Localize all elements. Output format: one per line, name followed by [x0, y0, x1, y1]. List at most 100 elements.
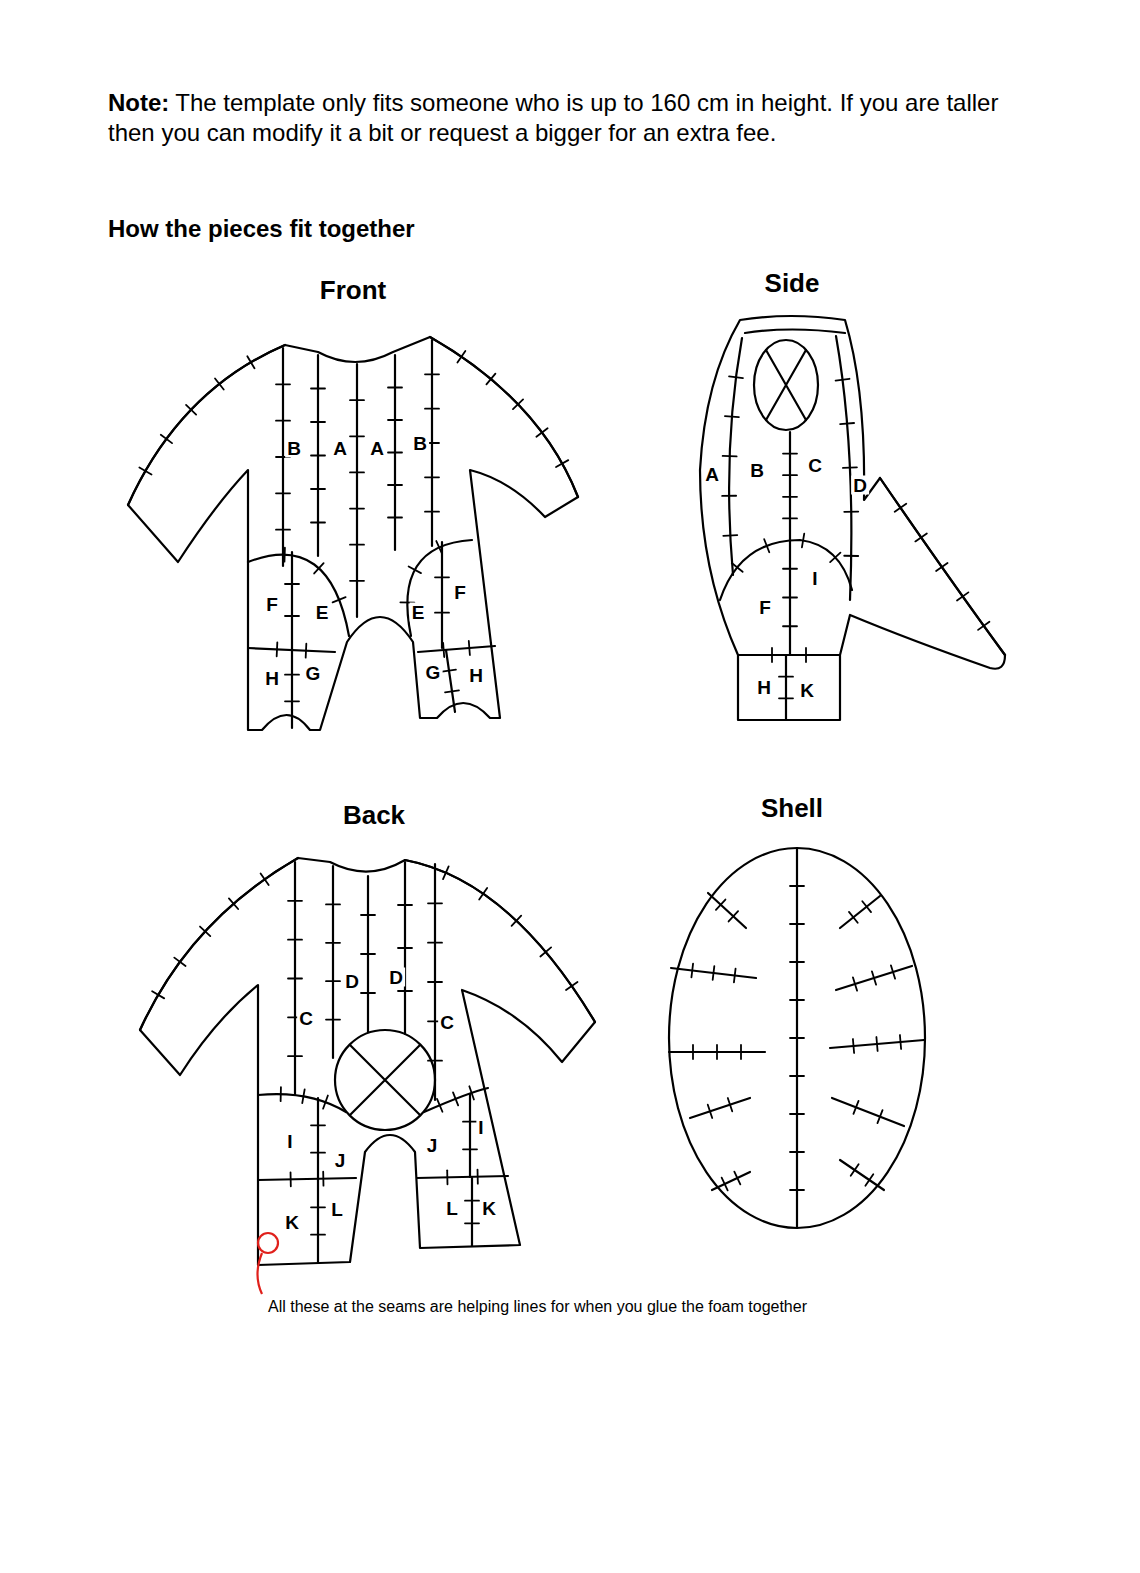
helping-tick	[783, 625, 797, 627]
piece-letter: E	[410, 603, 427, 622]
helping-tick	[276, 529, 290, 531]
seam-line	[291, 648, 293, 728]
helping-tick	[285, 674, 299, 676]
helping-tick	[388, 387, 402, 389]
helping-tick	[302, 1089, 304, 1103]
helping-tick	[723, 534, 737, 536]
hole-circle	[754, 340, 818, 430]
helping-tick	[323, 1096, 328, 1109]
helping-tick	[305, 644, 307, 658]
helping-tick	[326, 942, 340, 944]
piece-letter: K	[480, 1199, 498, 1218]
helping-tick	[285, 615, 299, 617]
helping-tick	[152, 991, 164, 998]
arm-seam	[128, 345, 285, 505]
piece-letter: K	[798, 681, 816, 700]
helping-tick	[783, 568, 797, 570]
helping-tick	[556, 460, 568, 467]
piece-letter: G	[304, 664, 323, 683]
helping-tick	[285, 700, 299, 702]
helping-tick	[692, 1045, 694, 1059]
helping-tick	[284, 548, 286, 562]
helping-tick	[729, 376, 743, 378]
helping-tick	[445, 690, 459, 692]
piece-letter: C	[806, 456, 824, 475]
helping-tick	[409, 567, 421, 574]
helping-tick	[844, 511, 858, 513]
helping-tick	[350, 544, 364, 546]
helping-tick	[477, 1170, 479, 1184]
helping-tick	[428, 1060, 442, 1062]
helping-tick	[716, 900, 725, 910]
piece-letter: H	[263, 669, 281, 688]
helping-tick	[790, 961, 804, 963]
side-outline	[700, 316, 1005, 720]
piece-letter: I	[810, 569, 819, 588]
helping-tick	[895, 504, 907, 512]
piece-letter: B	[411, 434, 429, 453]
helping-tick	[398, 904, 412, 906]
seam-line	[785, 655, 787, 720]
arm-seam	[430, 337, 578, 497]
view-heading: Back	[343, 801, 405, 830]
helping-tick	[428, 902, 442, 904]
seam-line	[789, 432, 791, 540]
helping-tick	[732, 563, 743, 572]
helping-tick	[326, 904, 340, 906]
piece-letter: I	[476, 1118, 485, 1137]
note-label: Note:	[108, 89, 169, 116]
helping-tick	[333, 597, 346, 602]
helping-tick	[783, 597, 797, 599]
helping-tick	[865, 1174, 873, 1186]
helping-tick	[311, 1152, 325, 1154]
helping-tick	[350, 435, 364, 437]
helping-tick	[790, 999, 804, 1001]
helping-tick	[876, 1037, 877, 1051]
helping-tick	[957, 592, 968, 600]
helping-tick	[722, 1178, 728, 1191]
helping-tick	[322, 1172, 324, 1186]
helping-tick	[453, 1092, 458, 1105]
helping-tick	[350, 580, 364, 582]
seam-line	[317, 1180, 319, 1262]
seam-line	[745, 330, 845, 334]
helping-tick	[771, 648, 773, 662]
helping-tick	[285, 583, 299, 585]
helping-tick	[790, 885, 804, 887]
arm-seam	[140, 858, 298, 1030]
piece-letter: K	[283, 1213, 301, 1232]
helping-tick	[723, 455, 737, 457]
helping-tick	[513, 399, 523, 409]
helping-tick	[186, 405, 196, 415]
helping-tick	[215, 378, 224, 389]
helping-tick	[288, 1055, 302, 1057]
helping-tick	[463, 1121, 477, 1123]
seam-line	[317, 1098, 319, 1180]
helping-tick	[836, 379, 850, 381]
helping-tick	[311, 388, 325, 390]
front-outline	[128, 337, 578, 730]
helping-tick	[790, 1189, 804, 1191]
helping-tick	[361, 914, 375, 916]
helping-tick	[783, 496, 797, 498]
helping-tick	[790, 1037, 804, 1039]
helping-tick	[457, 351, 465, 363]
helping-tick	[722, 495, 736, 497]
piece-letter: B	[285, 439, 303, 458]
helping-tick	[790, 1075, 804, 1077]
seam-line	[446, 650, 455, 712]
helping-tick	[442, 670, 456, 672]
helping-tick	[314, 563, 323, 573]
helping-tick	[174, 958, 185, 966]
piece-letter: E	[314, 603, 331, 622]
helping-tick	[311, 1206, 325, 1208]
piece-letter: I	[285, 1132, 294, 1151]
helping-tick	[915, 533, 926, 541]
helping-tick	[465, 1200, 479, 1202]
seam-line	[441, 542, 443, 648]
helping-tick	[900, 1035, 901, 1049]
helping-tick	[783, 474, 797, 476]
helping-tick	[734, 1172, 740, 1185]
rib-line	[708, 893, 746, 928]
helping-tick	[276, 420, 290, 422]
